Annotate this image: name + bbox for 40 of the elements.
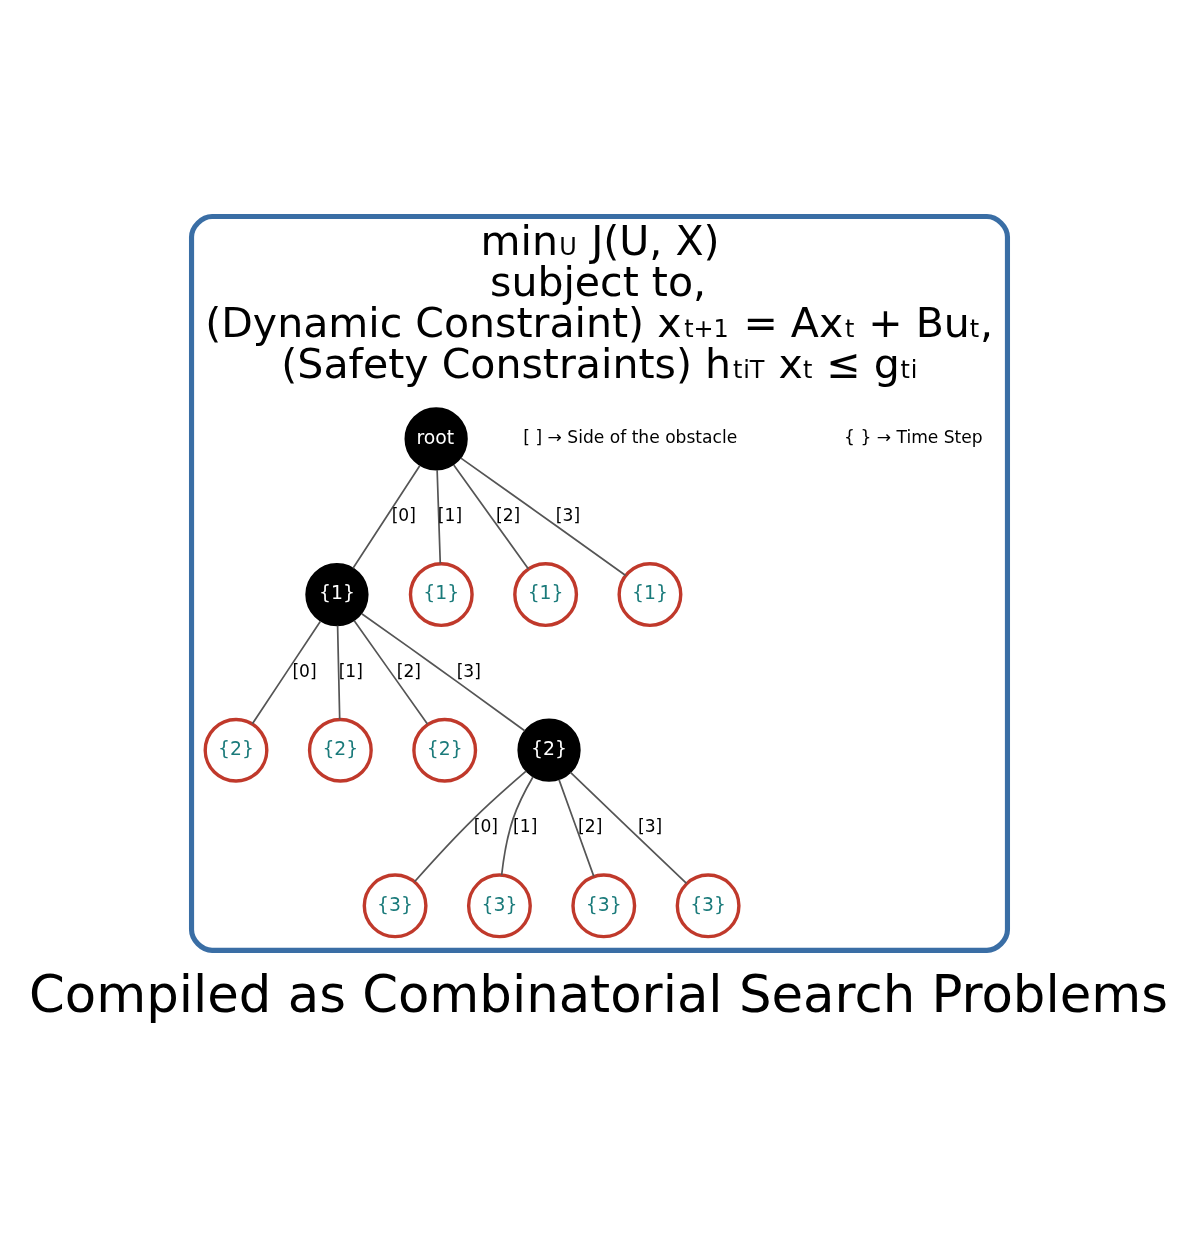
edge-label: [0]: [473, 816, 498, 837]
edge-label: [0]: [391, 505, 416, 525]
connector: [360, 612, 526, 732]
node-circle: {1}: [513, 562, 579, 628]
connector: [460, 457, 627, 577]
connector: [413, 770, 527, 883]
connector: [500, 776, 534, 876]
node-circle: root: [404, 407, 468, 471]
node-circle: {2}: [203, 717, 269, 783]
label: [ ] → Side of the obstacle: [523, 427, 738, 448]
edge-label: [2]: [578, 816, 603, 837]
node-circle: {2}: [412, 717, 478, 783]
node-circle: {3}: [675, 873, 741, 939]
node-circle: {3}: [571, 873, 637, 939]
connector: [452, 464, 530, 570]
label: { } → Time Step: [844, 427, 983, 448]
connector: [569, 771, 688, 885]
node-circle: {2}: [307, 717, 373, 783]
edge-label: [1]: [513, 816, 538, 837]
node-circle: {3}: [362, 873, 428, 939]
edge-label: [0]: [292, 660, 317, 681]
connector: [336, 624, 341, 721]
node-circle: {1}: [617, 562, 683, 628]
edge-label: [3]: [456, 660, 481, 681]
edge-label: [2]: [496, 505, 521, 525]
edge-label: [1]: [437, 505, 463, 525]
edge-label: [3]: [555, 505, 581, 525]
edge-label: [1]: [338, 660, 363, 681]
node-circle: {1}: [305, 562, 369, 627]
connector: [352, 464, 421, 570]
connector: [251, 620, 322, 725]
node-circle: {1}: [408, 562, 474, 628]
node-circle: {3}: [466, 873, 532, 939]
edge-label: [2]: [396, 660, 422, 681]
caption: Compiled as Combinatorial Search Problems: [29, 963, 1168, 1024]
node-circle: {2}: [517, 718, 581, 782]
connector: [353, 619, 429, 725]
connector: [558, 779, 595, 878]
edge-label: [3]: [637, 816, 663, 837]
connector: [436, 469, 442, 565]
